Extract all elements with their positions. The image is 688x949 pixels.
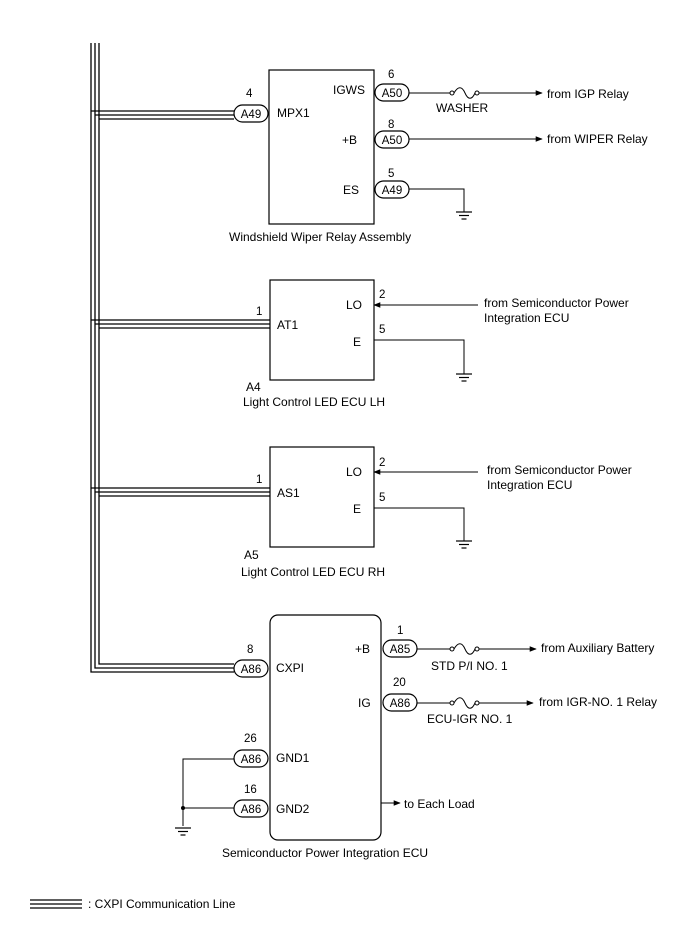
ground-icon [455,211,473,220]
pin-label: MPX1 [277,106,310,120]
junction-dot [181,806,185,810]
connector-label: A86 [241,664,261,676]
semiconductor-power-integration-ecu: 8 A86 CXPI +B 1 A85 STD P/I NO. 1 from A… [174,614,657,860]
cxpi-bus [90,43,270,673]
pin-label: AS1 [277,486,300,500]
wiper-relay-box [268,69,375,225]
component-name: Windshield Wiper Relay Assembly [229,230,411,244]
source-label: from WIPER Relay [547,132,648,146]
source-label: Integration ECU [487,478,572,492]
ground-icon [455,540,473,549]
pin-number: 26 [244,733,257,745]
pin-label: +B [355,642,370,656]
component-code: A5 [244,548,259,562]
pin-number: 2 [379,289,385,301]
connector-label: A49 [241,109,261,121]
connector-label: A50 [382,88,402,100]
pin-number: 5 [379,492,385,504]
wiper-relay-assembly: 4 A49 MPX1 IGWS 6 A50 WASHER from IGP Re… [229,69,648,244]
pin-label: GND2 [276,802,310,816]
pin-label: CXPI [276,661,304,675]
component-name: Light Control LED ECU RH [241,565,385,579]
pin-label: E [353,502,361,516]
connector-label: A49 [382,185,402,197]
connector-label: A86 [241,754,261,766]
pin-label: GND1 [276,751,310,765]
led-ecu-lh: 1 AT1 LO 2 from Semiconductor Power Inte… [243,279,629,409]
pin-number: 20 [393,677,406,689]
pin-label: AT1 [277,318,298,332]
pin-label: IGWS [333,83,365,97]
fuse-washer-label: WASHER [436,101,489,115]
source-label: from Semiconductor Power [487,463,632,477]
component-name: Light Control LED ECU LH [243,395,385,409]
connector-badge [233,104,269,123]
output-label: to Each Load [404,797,475,811]
led-ecu-lh-box [269,279,375,381]
pin-label: E [353,335,361,349]
pin-label: ES [343,183,359,197]
connector-badge [233,659,269,678]
pin-number: 5 [379,324,385,336]
pin-number: 1 [256,306,262,318]
pin-number: 4 [246,88,253,100]
pin-number: 16 [244,784,257,796]
legend: : CXPI Communication Line [30,897,236,911]
legend-label: : CXPI Communication Line [88,897,236,911]
component-code: A4 [246,380,261,394]
ground-icon [174,827,192,836]
fuse-ecu-igr-label: ECU-IGR NO. 1 [427,712,513,726]
connector-label: A85 [390,644,410,656]
connector-label: A86 [390,698,410,710]
source-label: from IGR-NO. 1 Relay [539,695,657,709]
pin-number: 1 [256,474,262,486]
pin-number: 8 [388,119,394,131]
pin-number: 2 [379,457,385,469]
led-ecu-rh-box [269,446,375,548]
source-label: from IGP Relay [547,87,629,101]
pin-number: 6 [388,69,394,81]
component-name: Semiconductor Power Integration ECU [222,846,428,860]
connector-label: A86 [241,804,261,816]
pin-number: 1 [397,625,403,637]
pin-number: 8 [247,644,253,656]
ground-icon [455,373,473,382]
spi-ecu-box [269,614,382,841]
pin-label: +B [342,133,357,147]
fuse-std-label: STD P/I NO. 1 [431,659,508,673]
pin-label: LO [346,298,362,312]
source-label: Integration ECU [484,311,569,325]
cxpi-line-legend-icon [30,899,82,909]
source-label: from Semiconductor Power [484,296,629,310]
pin-label: IG [358,696,371,710]
source-label: from Auxiliary Battery [541,641,654,655]
led-ecu-rh: 1 AS1 LO 2 from Semiconductor Power Inte… [241,446,632,579]
pin-number: 5 [388,168,394,180]
pin-label: LO [346,465,362,479]
connector-label: A50 [382,135,402,147]
